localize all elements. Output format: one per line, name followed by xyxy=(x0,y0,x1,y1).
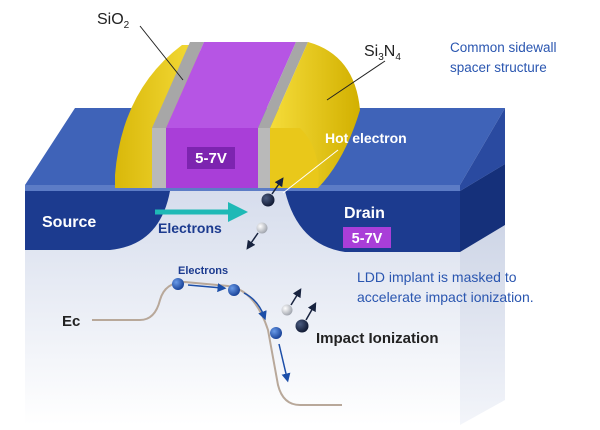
hot-electron-arrow xyxy=(271,177,284,195)
conduction-band-line xyxy=(92,280,342,406)
left-oxide xyxy=(152,128,166,188)
si3n4-label: Si3N4 xyxy=(364,43,401,63)
right-spacer-face xyxy=(270,128,319,188)
band-electron-arrow-3 xyxy=(278,343,291,383)
band-electron-2 xyxy=(228,284,240,296)
gate-top xyxy=(166,42,296,128)
substrate-side-top xyxy=(460,108,505,191)
drain-region-side xyxy=(460,164,505,252)
hot-electron-leader xyxy=(282,149,339,194)
impact-electron-arrow xyxy=(305,302,317,321)
ldd-note-line-2: accelerate impact ionization. xyxy=(357,289,534,305)
source-label: Source xyxy=(42,214,96,231)
impact-hole-ball xyxy=(281,304,293,316)
ldd-note-line-1: LDD implant is masked to xyxy=(357,269,517,285)
ec-label: Ec xyxy=(62,313,80,330)
gate-voltage-badge xyxy=(187,147,235,169)
sio2-label: SiO2 xyxy=(97,11,130,31)
sio2-leader-line xyxy=(139,25,184,81)
hot-electron-label: Hot electron xyxy=(325,130,407,146)
impact-ionization-label: Impact Ionization xyxy=(316,330,439,347)
impact-hole-arrow xyxy=(290,288,302,306)
gate-voltage-label: 5-7V xyxy=(195,150,227,167)
caption-line-2: spacer structure xyxy=(450,60,547,75)
band-electron-arrow-2 xyxy=(243,292,267,321)
si3n4-leader-line xyxy=(326,60,386,101)
left-oxide-top xyxy=(152,42,204,128)
band-electron-1 xyxy=(172,278,184,290)
drain-label: Drain xyxy=(344,205,385,222)
electrons-small-label: Electrons xyxy=(178,265,228,277)
electrons-main-label: Electrons xyxy=(158,220,222,236)
hole-arrow-top xyxy=(246,232,259,250)
band-electron-3 xyxy=(270,327,282,339)
caption-line-1: Common sidewall xyxy=(450,40,557,55)
band-electron-arrow-1 xyxy=(187,283,227,293)
hole-ball-top xyxy=(256,222,268,234)
source-region xyxy=(25,191,170,250)
hot-electron-ball xyxy=(261,193,275,207)
drain-voltage-badge xyxy=(343,227,391,248)
right-oxide-top xyxy=(258,42,308,128)
right-oxide xyxy=(258,128,270,188)
drain-region xyxy=(285,191,460,252)
drain-voltage-label: 5-7V xyxy=(352,231,383,247)
impact-electron-ball xyxy=(295,319,309,333)
